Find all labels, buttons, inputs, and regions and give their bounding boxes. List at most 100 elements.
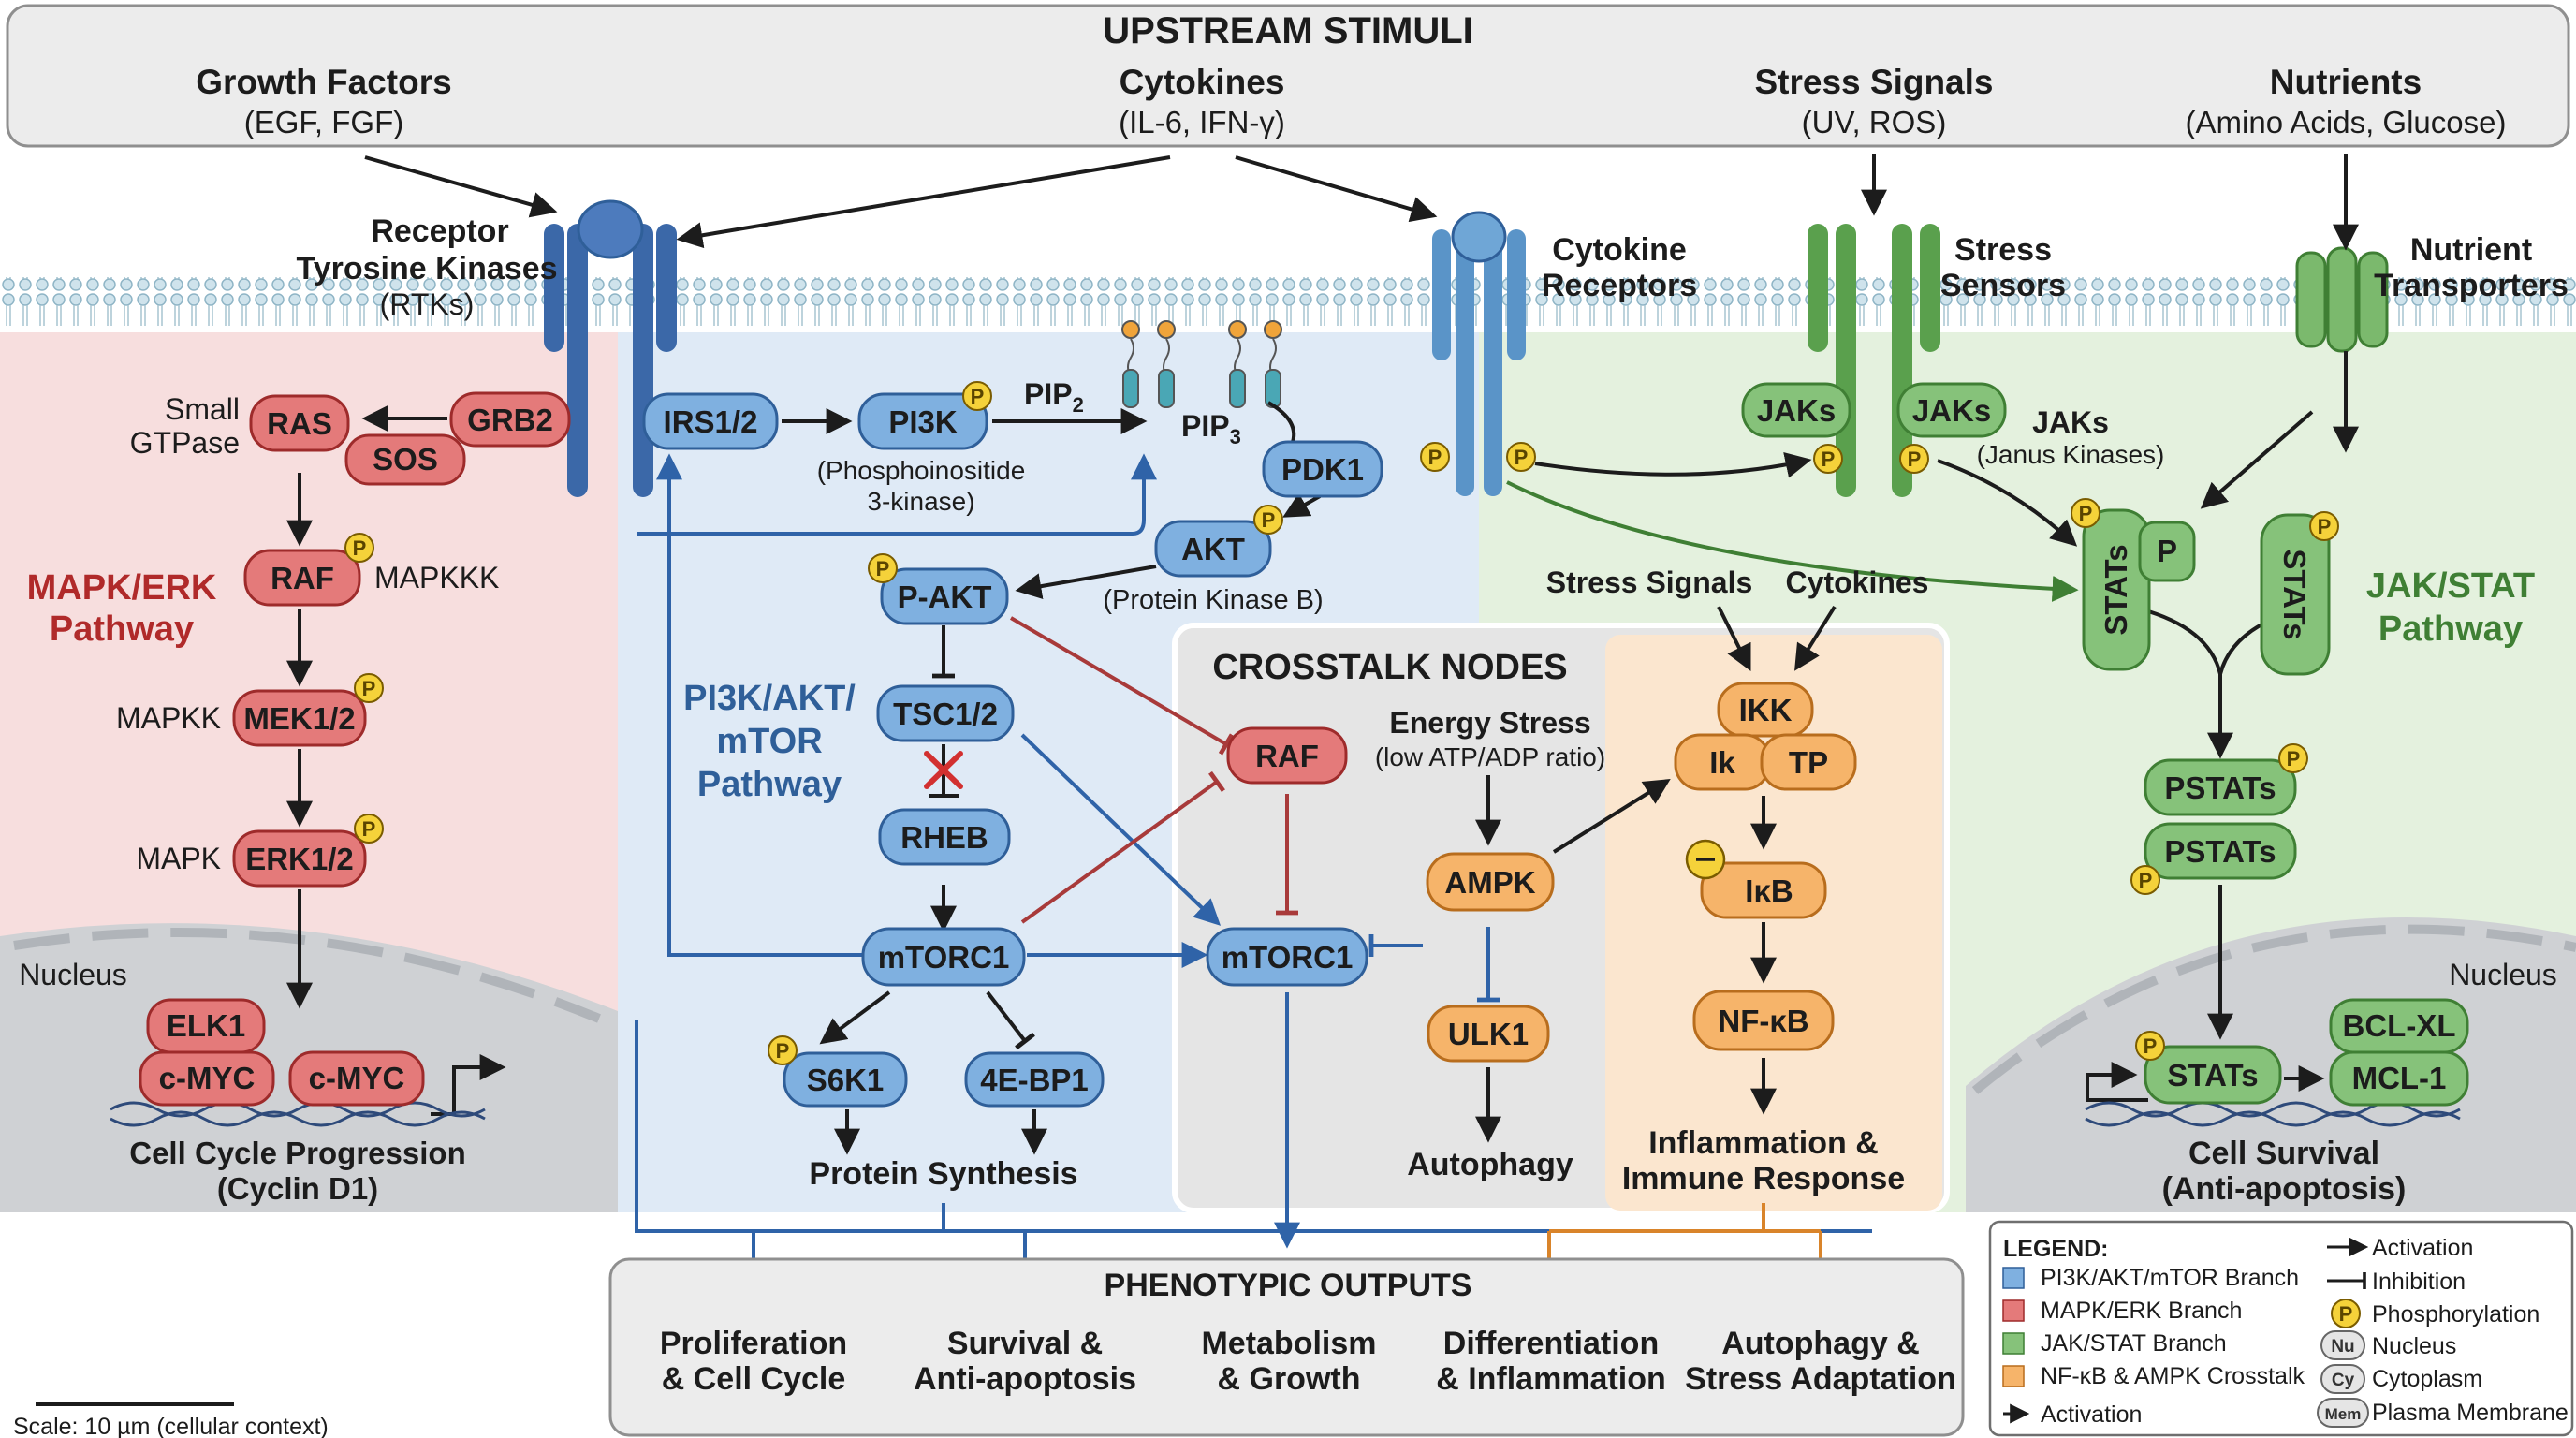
phospho-label: P — [362, 677, 376, 700]
legend-mapk-label: MAPK/ERK Branch — [2041, 1298, 2242, 1324]
pip-lipids-icon — [1121, 320, 1282, 408]
inflammation-output-2: Immune Response — [1622, 1161, 1905, 1196]
ulk1-node: ULK1 — [1427, 1005, 1550, 1063]
phospho-icon: P — [2071, 498, 2100, 528]
growth-factors-label: Growth Factors — [196, 63, 451, 101]
crosstalk-red-arrows — [1009, 616, 1298, 924]
svg-text:ELK1: ELK1 — [167, 1008, 245, 1043]
phospho-label: P — [2079, 502, 2093, 525]
svg-text:4E-BP1: 4E-BP1 — [980, 1063, 1089, 1097]
inflammation-output-1: Inflammation & — [1648, 1125, 1879, 1161]
svg-text:STATs: STATs — [2167, 1058, 2258, 1093]
jak-node-1: JAKs — [1741, 382, 1852, 438]
stats-nucleus-node: STATs — [2144, 1045, 2282, 1105]
phospho-label: P — [776, 1039, 790, 1063]
pip2-label: PIP2 — [1024, 377, 1084, 417]
nutrient-transporter-icon — [2295, 246, 2389, 353]
svg-text:RHEB: RHEB — [900, 820, 988, 855]
svg-text:BCL-XL: BCL-XL — [2343, 1008, 2456, 1043]
phospho-label: P — [353, 536, 367, 560]
nfkb-cytokines-label: Cytokines — [1786, 565, 1929, 599]
bclxl-node: BCL-XL — [2329, 998, 2469, 1054]
phospho-label: P — [2318, 515, 2332, 538]
pi3k-pathway-title-1: PI3K/AKT/ — [683, 679, 856, 718]
annotation-labels: Small GTPase MAPKKK MAPKK MAPK MAPK/ERK … — [19, 377, 2557, 1207]
phenotype-1-line-2: & Cell Cycle — [662, 1361, 846, 1397]
crosstalk-mtorc1-node: mTORC1 — [1206, 927, 1368, 987]
rtk-label-3: (RTKs) — [380, 287, 475, 321]
mapk-pathway-title-2: Pathway — [50, 609, 194, 649]
pstat-node-1: PSTATs — [2144, 758, 2297, 816]
ik-node: Ik — [1674, 733, 1771, 791]
legend-panel: LEGEND: PI3K/AKT/mTOR Branch MAPK/ERK Br… — [1988, 1220, 2574, 1437]
cytokines-sub: (IL-6, IFN-γ) — [1119, 105, 1285, 139]
stat-p-node: P — [2138, 521, 2196, 582]
svg-text:c-MYC: c-MYC — [309, 1061, 405, 1095]
phospho-badges: P P P P P P P P P P P P P P P P — [344, 381, 2339, 1065]
pip3-label: PIP3 — [1181, 409, 1241, 448]
phospho-icon: P — [2331, 1299, 2361, 1328]
small-gtpase-label-2: GTPase — [130, 426, 240, 460]
legend-phospho-label: Phosphorylation — [2372, 1301, 2539, 1328]
pstat-node-2: PSTATs — [2144, 822, 2297, 880]
legend-swatches — [2002, 1267, 2025, 1387]
pdk1-node: PDK1 — [1262, 440, 1383, 498]
svg-text:ERK1/2: ERK1/2 — [245, 842, 354, 876]
svg-text:ULK1: ULK1 — [1448, 1017, 1529, 1051]
svg-text:SOS: SOS — [373, 442, 438, 477]
svg-text:Cy: Cy — [2332, 1371, 2355, 1390]
ampk-node: AMPK — [1426, 852, 1555, 912]
svg-text:STATs: STATs — [2277, 549, 2312, 639]
legend-pi3k-label: PI3K/AKT/mTOR Branch — [2041, 1265, 2299, 1291]
pi3k-node: PI3K — [857, 392, 988, 450]
cmyc-node-2: c-MYC — [288, 1050, 425, 1107]
svg-text:AKT: AKT — [1181, 532, 1245, 566]
stress-sensors-label-1: Stress — [1954, 232, 2052, 268]
svg-text:MCL-1: MCL-1 — [2352, 1061, 2447, 1095]
svg-text:c-MYC: c-MYC — [159, 1061, 256, 1095]
legend-activation-left-label: Activation — [2041, 1401, 2142, 1428]
crosstalk-black-arrows — [1475, 605, 1837, 1143]
mapk-pathway-title-1: MAPK/ERK — [27, 568, 217, 608]
cytoplasm-badge-icon: Cy — [2320, 1364, 2365, 1394]
membrane-badge-icon: Mem — [2317, 1398, 2369, 1428]
mapk-nucleus-label: Nucleus — [19, 958, 127, 991]
akt-sub: (Protein Kinase B) — [1103, 585, 1323, 615]
stress-signals-label: Stress Signals — [1754, 63, 1993, 101]
nucleus-badge-icon: Nu — [2320, 1330, 2365, 1360]
jak-node-2: JAKs — [1896, 382, 2007, 438]
cell-survival-output-1: Cell Survival — [2188, 1136, 2379, 1171]
svg-text:mTORC1: mTORC1 — [1222, 940, 1354, 975]
upstream-stimuli-banner: UPSTREAM STIMULI Growth Factors (EGF, FG… — [6, 4, 2570, 148]
ikb-minus-icon — [1685, 839, 1726, 880]
raf-node: RAF — [243, 549, 361, 607]
mapk-label: MAPK — [136, 842, 221, 875]
phospho-label: P — [971, 385, 985, 408]
legend-title: LEGEND: — [2003, 1236, 2109, 1262]
nutrients-sub: (Amino Acids, Glucose) — [2186, 105, 2507, 139]
phospho-icon: P — [2278, 743, 2308, 773]
phospho-icon: P — [868, 553, 898, 583]
svg-text:PI3K: PI3K — [888, 404, 958, 439]
stress-sensor-icon — [1808, 224, 1940, 497]
stress-sensors-label-2: Sensors — [1940, 268, 2066, 303]
svg-text:JAKs: JAKs — [1912, 393, 1991, 428]
svg-text:STATs: STATs — [2099, 544, 2133, 635]
nfkb-node: NF-κB — [1692, 990, 1835, 1051]
growth-factors-sub: (EGF, FGF) — [244, 105, 403, 139]
nutrients-label: Nutrients — [2270, 63, 2422, 101]
legend-nucleus-label: Nucleus — [2372, 1333, 2456, 1359]
crosstalk-raf-node: RAF — [1226, 726, 1348, 785]
ras-node: RAS — [249, 394, 350, 452]
phospho-icon: P — [354, 814, 384, 844]
cell-cycle-output-1: Cell Cycle Progression — [129, 1136, 465, 1170]
phenotype-2-line-2: Anti-apoptosis — [914, 1361, 1136, 1397]
jaks-label: JAKs — [2032, 405, 2109, 439]
nfkb-stress-label: Stress Signals — [1546, 565, 1753, 599]
irs-node: IRS1/2 — [642, 392, 779, 450]
phospho-label: P — [1428, 446, 1442, 469]
phospho-icon: P — [1253, 505, 1283, 535]
pi3k-arrows — [782, 401, 1321, 1155]
phenotype-4-line-1: Differentiation — [1443, 1326, 1659, 1361]
